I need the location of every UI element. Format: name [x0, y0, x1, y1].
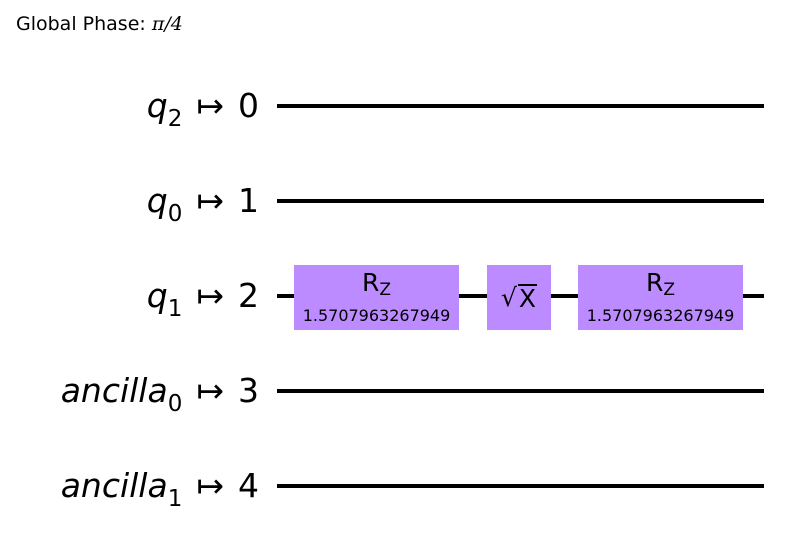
wire-index: 3 — [238, 371, 259, 410]
wire-index: 1 — [238, 181, 259, 220]
wire-index: 0 — [238, 86, 259, 125]
gate-name: RZ — [645, 268, 676, 301]
qubit-label: q2↦0 — [146, 86, 259, 132]
gate-name: √X — [500, 283, 538, 313]
radical-icon: √ — [500, 283, 517, 312]
qubit-wire — [277, 199, 764, 203]
gate-param: 1.5707963267949 — [302, 306, 451, 325]
qubit-wire — [277, 104, 764, 108]
gate-param: 1.5707963267949 — [586, 306, 735, 325]
sqrt-x-gate[interactable]: √X — [487, 265, 551, 330]
global-phase-label: Global Phase: — [16, 13, 146, 35]
qubit-label: q0↦1 — [146, 181, 259, 227]
global-phase: Global Phase: π/4 — [16, 13, 183, 35]
wire-index: 4 — [238, 466, 259, 505]
qubit-wire — [277, 389, 764, 393]
gate-name: RZ — [361, 268, 392, 301]
rz-gate[interactable]: RZ 1.5707963267949 — [578, 265, 743, 330]
rz-gate[interactable]: RZ 1.5707963267949 — [294, 265, 459, 330]
qubit-label: q1↦2 — [146, 276, 259, 322]
global-phase-value: π/4 — [151, 13, 183, 35]
qubit-label: ancilla1↦4 — [60, 466, 259, 512]
wire-index: 2 — [238, 276, 259, 315]
qubit-label: ancilla0↦3 — [60, 371, 259, 417]
qubit-wire — [277, 484, 764, 488]
